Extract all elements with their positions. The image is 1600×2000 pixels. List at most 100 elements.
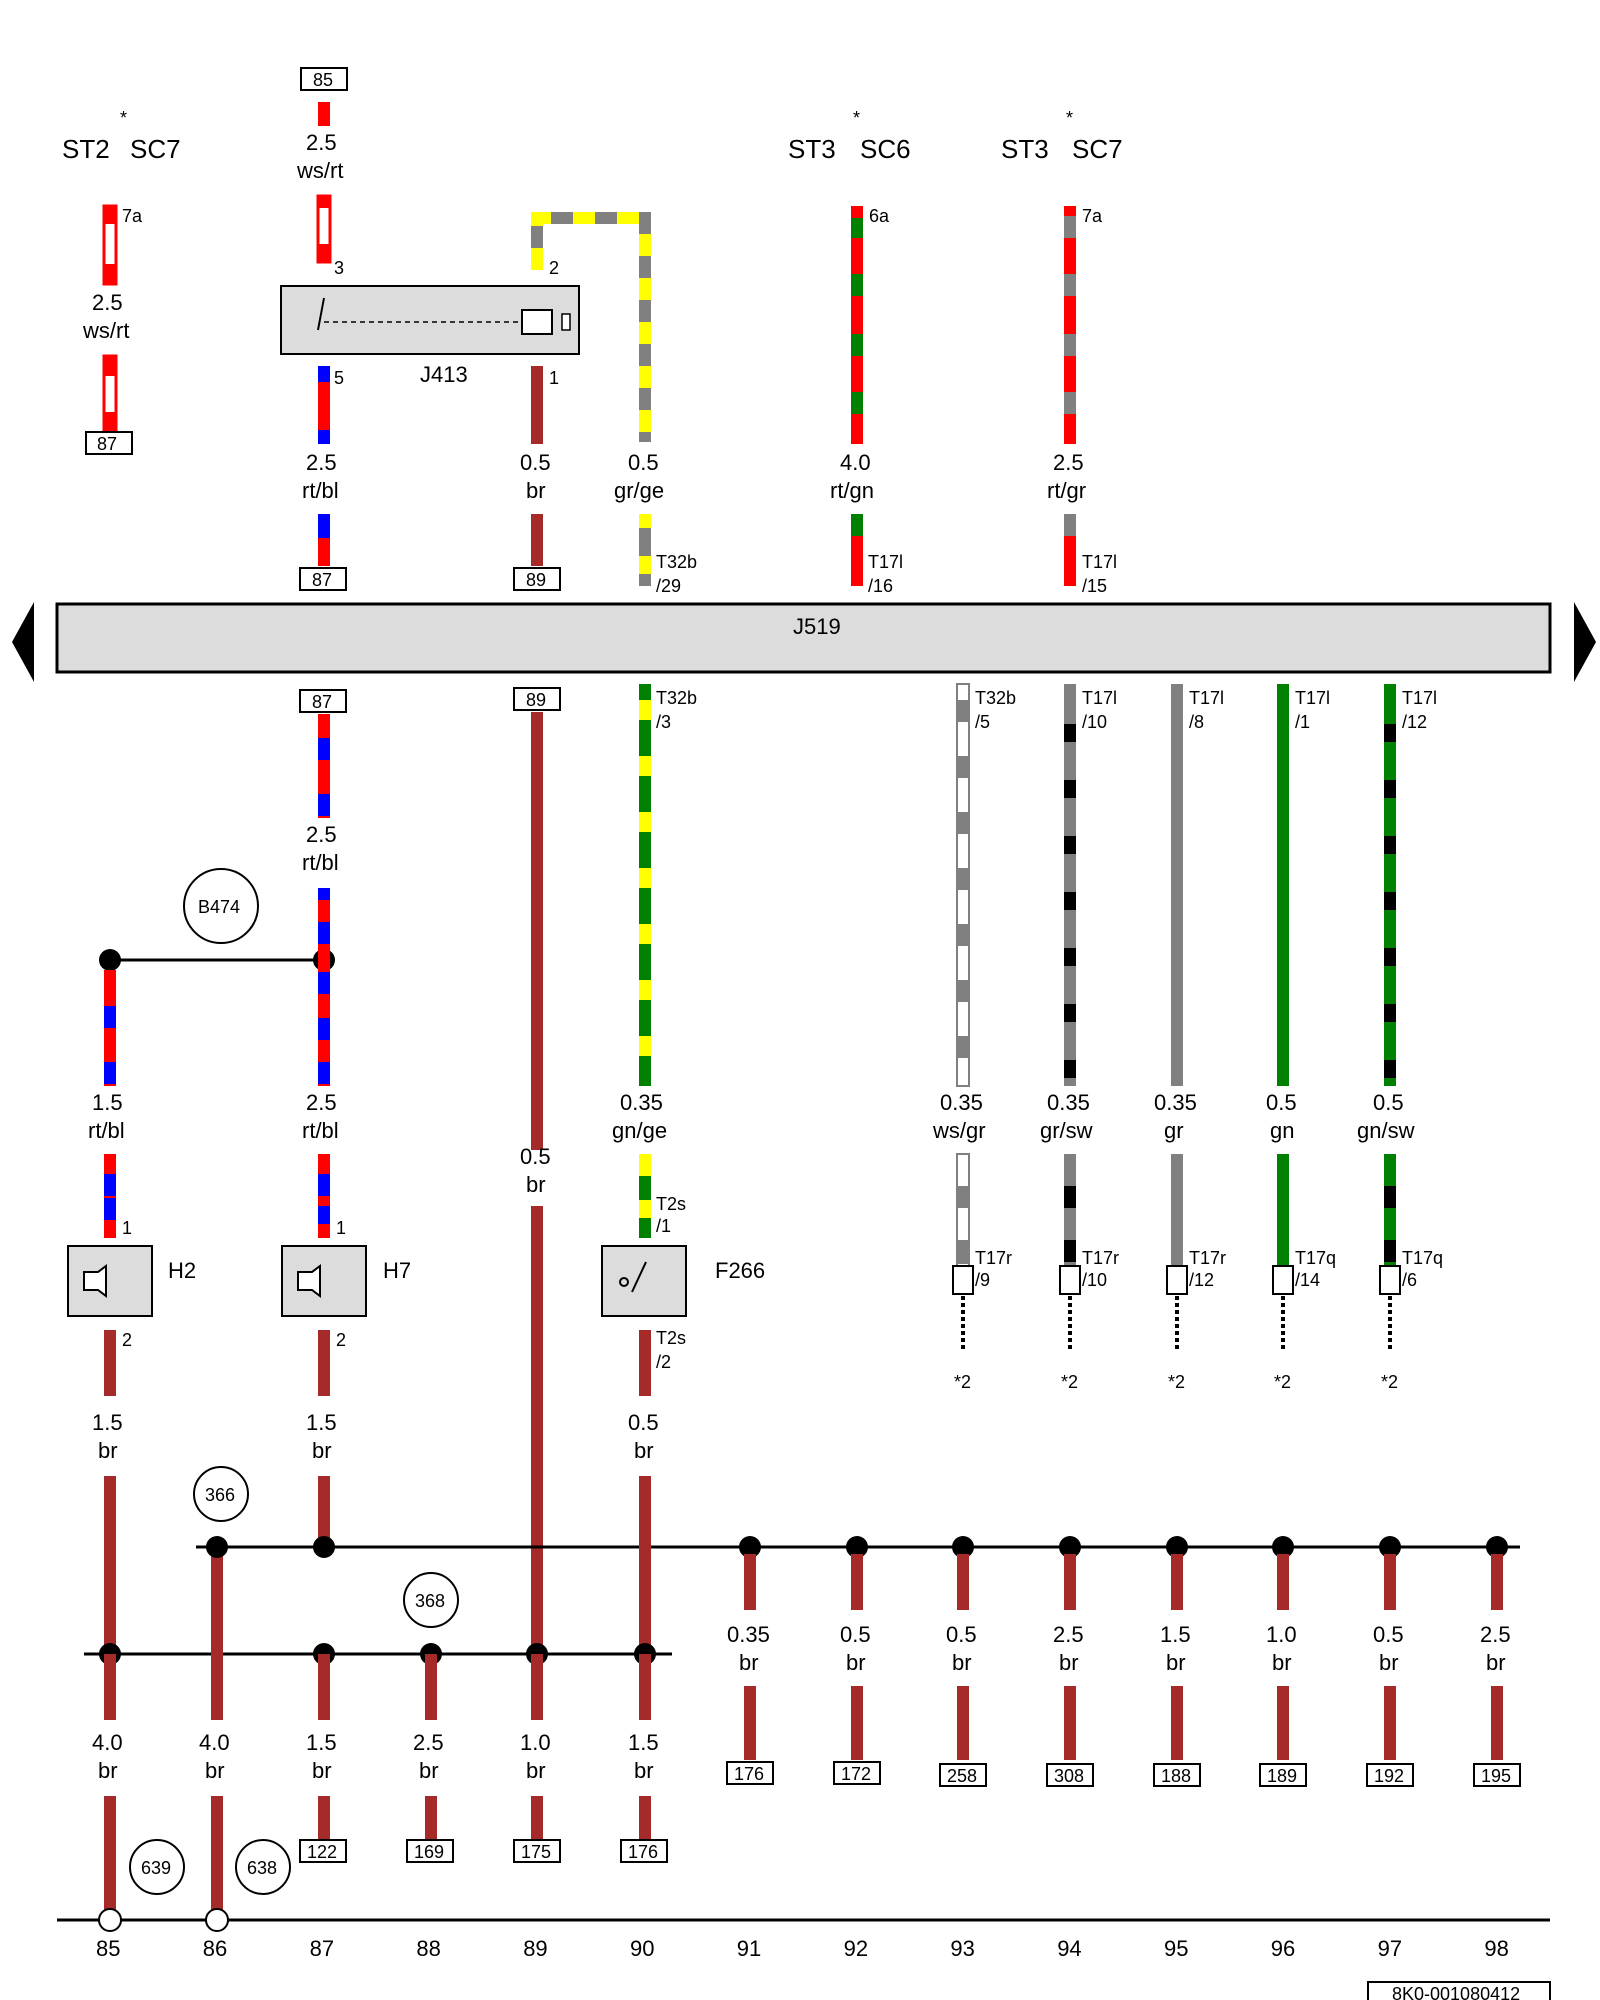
- wire-rt-bl: [318, 514, 330, 538]
- ref-number[interactable]: 169: [414, 1842, 444, 1862]
- wire-gn-sw: [1384, 1060, 1396, 1078]
- ref-box[interactable]: [513, 1839, 561, 1863]
- sc7-left-label: SC7: [130, 134, 181, 164]
- relay-coil: [521, 309, 553, 335]
- ref-box[interactable]: [939, 1763, 987, 1787]
- wire-color: br: [1059, 1650, 1079, 1675]
- ref-box[interactable]: [406, 1839, 454, 1863]
- wire-size: 0.35: [1154, 1090, 1197, 1115]
- wire-br: [744, 1686, 756, 1760]
- ref-number[interactable]: 176: [734, 1764, 764, 1784]
- wire-rt-gn: [851, 274, 863, 296]
- ref-85[interactable]: 85: [313, 70, 333, 90]
- ref-366[interactable]: 366: [205, 1485, 235, 1505]
- wire-rt-bl: [318, 366, 330, 382]
- sc6-label: SC6: [860, 134, 911, 164]
- ref-box-89[interactable]: [513, 687, 561, 711]
- wire-ws-gr: [957, 868, 969, 890]
- ref-number[interactable]: 176: [628, 1842, 658, 1862]
- ref-box[interactable]: [1366, 1763, 1414, 1787]
- ref-box[interactable]: [620, 1839, 668, 1863]
- pin-7a-label: 7a: [1082, 206, 1103, 226]
- wire-ws-rt: [104, 206, 116, 224]
- ref-number[interactable]: 308: [1054, 1766, 1084, 1786]
- ref-87[interactable]: 87: [312, 570, 332, 590]
- wire-br: [744, 1554, 756, 1610]
- wire-rt-bl: [318, 738, 330, 760]
- ref-number[interactable]: 195: [1481, 1766, 1511, 1786]
- note-star2: *2: [1168, 1372, 1185, 1392]
- ref-box[interactable]: [299, 1839, 347, 1863]
- ref-number[interactable]: 122: [307, 1842, 337, 1862]
- ref-box[interactable]: [726, 1761, 774, 1785]
- connector-name: T32b: [656, 552, 697, 572]
- wire-br: [1064, 1686, 1076, 1760]
- ref-638-circle[interactable]: [235, 1839, 291, 1895]
- ref-87[interactable]: 87: [97, 434, 117, 454]
- ref-639-circle[interactable]: [129, 1839, 185, 1895]
- ref-number[interactable]: 189: [1267, 1766, 1297, 1786]
- splice-node: [1486, 1536, 1508, 1558]
- h2-horn[interactable]: [67, 1245, 153, 1317]
- star-mark: *: [1066, 108, 1073, 128]
- track-number: 90: [630, 1936, 654, 1961]
- wire-size: 0.5: [946, 1622, 977, 1647]
- ref-box[interactable]: [1259, 1763, 1307, 1787]
- star-mark: *: [120, 108, 127, 128]
- ref-89[interactable]: 89: [526, 570, 546, 590]
- wire-color: ws/rt: [296, 158, 343, 183]
- connector-name: T17l: [1082, 688, 1117, 708]
- b474-ref-circle[interactable]: [183, 868, 259, 944]
- relay-diode: [561, 313, 571, 331]
- wire-color: br: [312, 1438, 332, 1463]
- wire-br: [104, 1796, 116, 1916]
- h7-horn[interactable]: [281, 1245, 367, 1317]
- splice-node: [99, 949, 121, 971]
- ref-638[interactable]: 638: [247, 1858, 277, 1878]
- connector-name: T17q: [1295, 1248, 1336, 1268]
- ref-number[interactable]: 192: [1374, 1766, 1404, 1786]
- ref-box[interactable]: [1046, 1763, 1094, 1787]
- f266-switch[interactable]: [601, 1245, 687, 1317]
- ref-89[interactable]: 89: [526, 690, 546, 710]
- ref-number[interactable]: 172: [841, 1764, 871, 1784]
- ref-box-87[interactable]: [299, 689, 347, 713]
- ref-number[interactable]: 188: [1161, 1766, 1191, 1786]
- ref-368[interactable]: 368: [415, 1591, 445, 1611]
- wire-br: [1064, 1554, 1076, 1610]
- h7-label: H7: [383, 1258, 411, 1283]
- ref-639[interactable]: 639: [141, 1858, 171, 1878]
- ref-box[interactable]: [833, 1761, 881, 1785]
- wire-color: gr/ge: [614, 478, 664, 503]
- track-number: 93: [950, 1936, 974, 1961]
- ground-point: [205, 1908, 229, 1932]
- ref-box-87[interactable]: [299, 567, 347, 591]
- continue-right-arrow[interactable]: [1574, 602, 1596, 682]
- wire-size: 1.5: [92, 1410, 123, 1435]
- wire-size: 2.5: [92, 290, 123, 315]
- ref-number[interactable]: 258: [947, 1766, 977, 1786]
- ref-366-circle[interactable]: [193, 1466, 249, 1522]
- connector-name: T17r: [1189, 1248, 1226, 1268]
- ref-368-circle[interactable]: [403, 1572, 459, 1628]
- ref-87[interactable]: 87: [312, 692, 332, 712]
- ref-box[interactable]: [1153, 1763, 1201, 1787]
- ref-box-85[interactable]: [300, 67, 348, 91]
- track-number: 86: [203, 1936, 227, 1961]
- continue-left-arrow[interactable]: [12, 602, 34, 682]
- pin-5-label: 5: [334, 368, 344, 388]
- connector-pin: /12: [1402, 712, 1427, 732]
- ref-number[interactable]: 175: [521, 1842, 551, 1862]
- wire-br: [1277, 1554, 1289, 1610]
- wire-color: br: [526, 1758, 546, 1783]
- ref-box[interactable]: [1473, 1763, 1521, 1787]
- ref-box-87[interactable]: [85, 431, 133, 455]
- b474-label[interactable]: B474: [198, 897, 240, 917]
- wire-rt-gn: [851, 206, 863, 444]
- wire-ws-gr: [957, 1240, 969, 1264]
- wire-size: 4.0: [199, 1730, 230, 1755]
- wire-color: br: [846, 1650, 866, 1675]
- ref-box-89[interactable]: [513, 567, 561, 591]
